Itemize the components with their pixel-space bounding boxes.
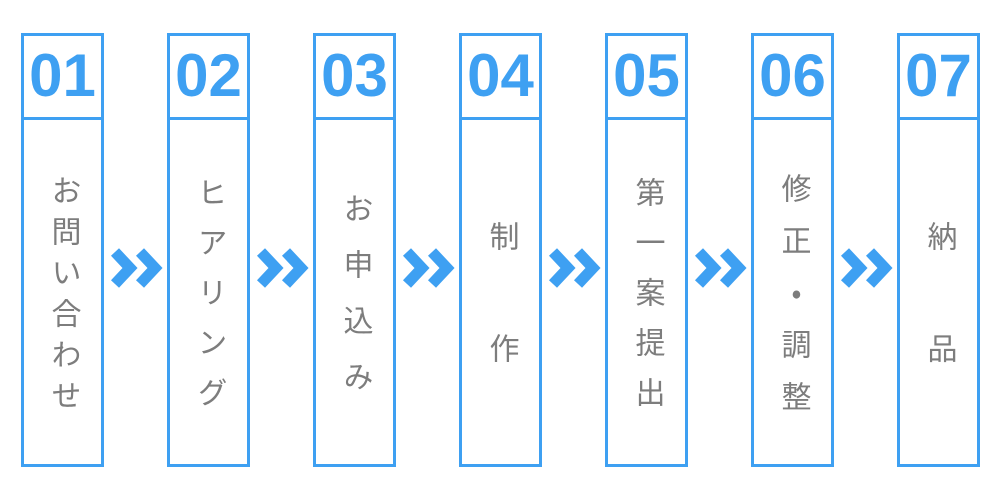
step-label-area: 修正・調整 (754, 120, 831, 464)
double-chevron-right-icon (548, 248, 601, 288)
step-label-area: ヒアリング (170, 120, 247, 464)
arrow-6 (840, 248, 893, 288)
arrow-5 (694, 248, 747, 288)
step-number: 04 (462, 36, 539, 120)
arrow-3 (402, 248, 455, 288)
step-label: 納品 (922, 221, 956, 445)
double-chevron-right-icon (110, 248, 163, 288)
step-5: 05 第一案提出 (605, 33, 688, 467)
double-chevron-right-icon (256, 248, 309, 288)
step-number: 07 (900, 36, 977, 120)
step-4: 04 制作 (459, 33, 542, 467)
step-label-area: お問い合わせ (24, 120, 101, 464)
step-number: 01 (24, 36, 101, 120)
step-number: 05 (608, 36, 685, 120)
step-label: 制作 (484, 221, 518, 445)
step-label-area: 納品 (900, 120, 977, 464)
step-label: 修正・調整 (776, 173, 810, 433)
step-2: 02 ヒアリング (167, 33, 250, 467)
step-label: お申込み (338, 193, 372, 417)
step-label-area: 第一案提出 (608, 120, 685, 464)
arrow-1 (110, 248, 163, 288)
step-number: 02 (170, 36, 247, 120)
arrow-2 (256, 248, 309, 288)
step-label-area: お申込み (316, 120, 393, 464)
step-number: 06 (754, 36, 831, 120)
double-chevron-right-icon (694, 248, 747, 288)
double-chevron-right-icon (402, 248, 455, 288)
step-label: お問い合わせ (46, 174, 80, 421)
step-label-area: 制作 (462, 120, 539, 464)
step-1: 01 お問い合わせ (21, 33, 104, 467)
step-7: 07 納品 (897, 33, 980, 467)
step-label: ヒアリング (192, 177, 226, 427)
step-label: 第一案提出 (630, 177, 664, 427)
step-3: 03 お申込み (313, 33, 396, 467)
step-6: 06 修正・調整 (751, 33, 834, 467)
double-chevron-right-icon (840, 248, 893, 288)
arrow-4 (548, 248, 601, 288)
step-number: 03 (316, 36, 393, 120)
